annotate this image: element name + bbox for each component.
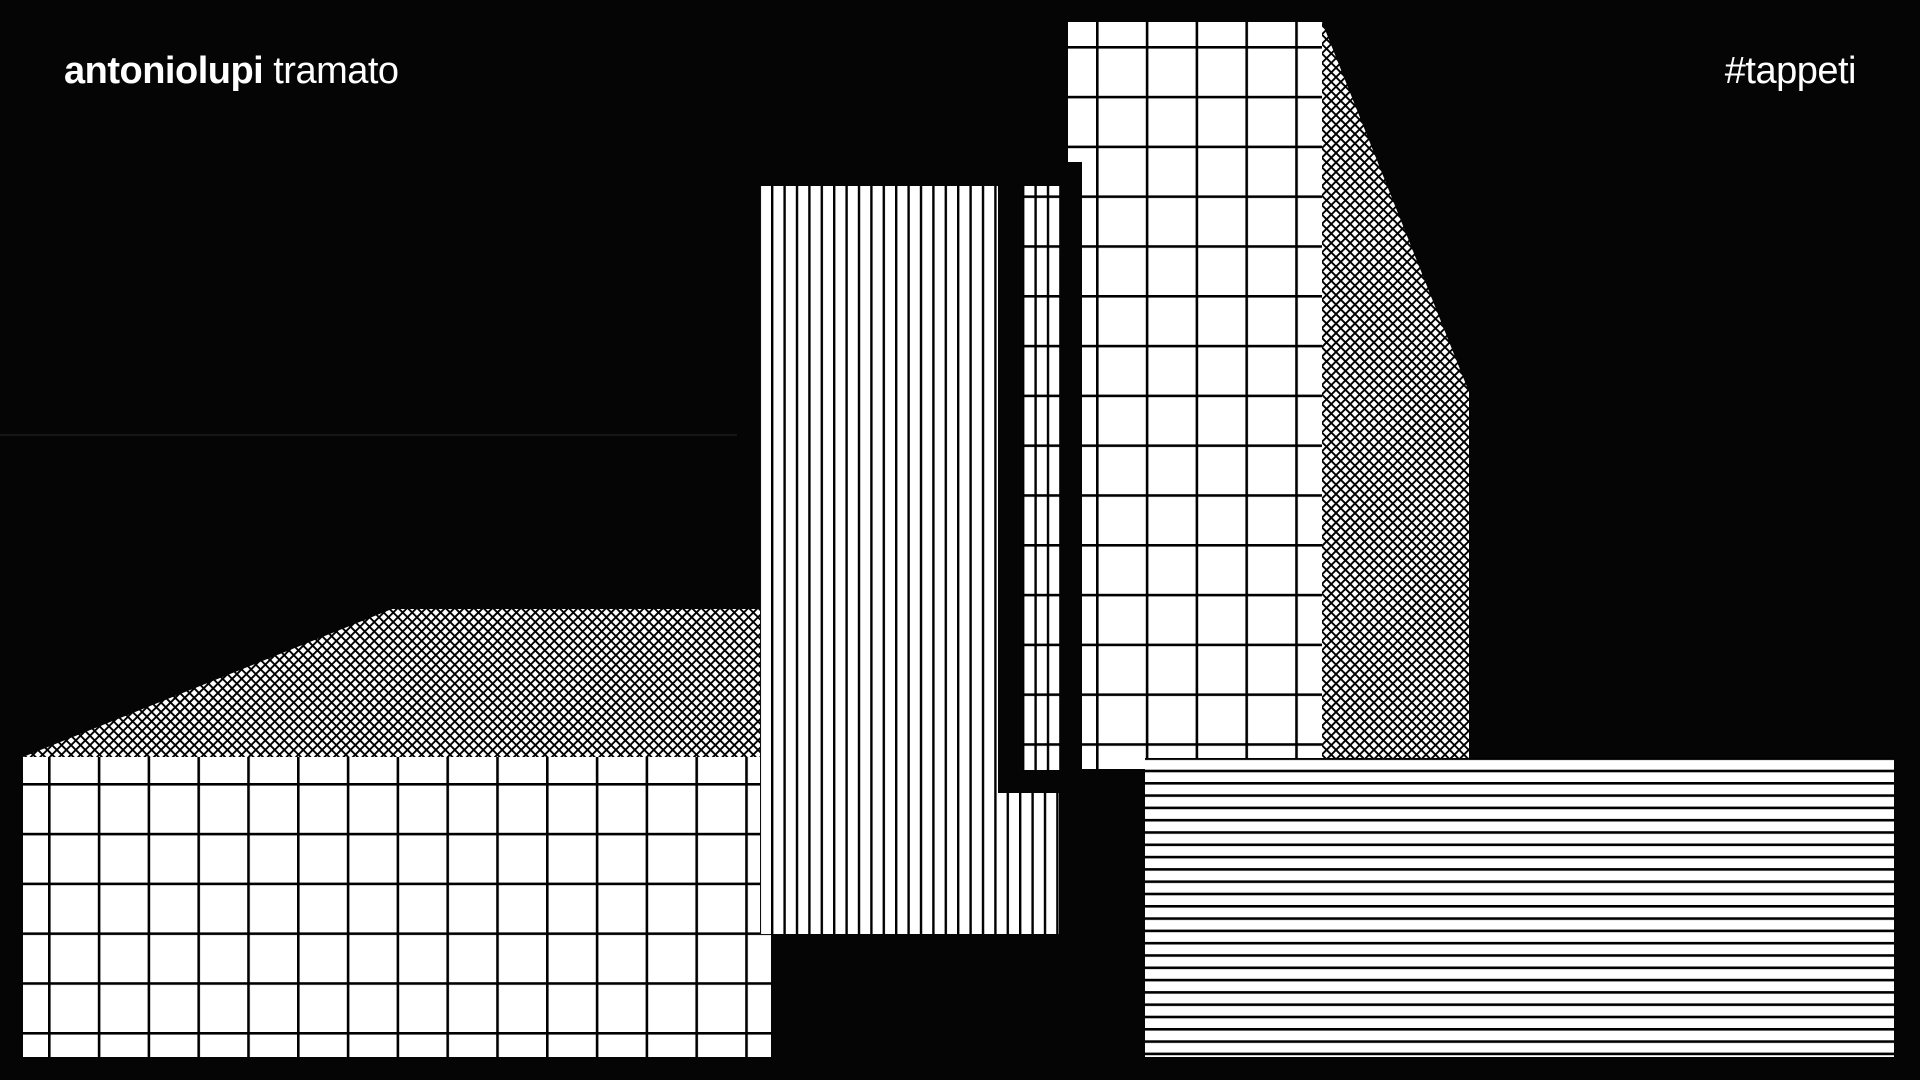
brand-name: antoniolupi	[64, 50, 264, 92]
crosshatch-rug-left	[23, 609, 771, 757]
horizontal-stripe-rug	[1145, 758, 1894, 1057]
grid-rug-top	[1068, 22, 1322, 769]
black-frame-right	[1060, 162, 1082, 770]
grid-rug-left	[23, 757, 771, 1057]
product-name: tramato	[273, 50, 399, 92]
hashtag-label: #tappeti	[1724, 50, 1857, 92]
black-frame-left	[998, 186, 1023, 793]
crosshatch-rug-right	[1322, 22, 1469, 769]
narrow-grid-strip	[1023, 186, 1060, 770]
black-frame-bottom	[998, 770, 1060, 793]
